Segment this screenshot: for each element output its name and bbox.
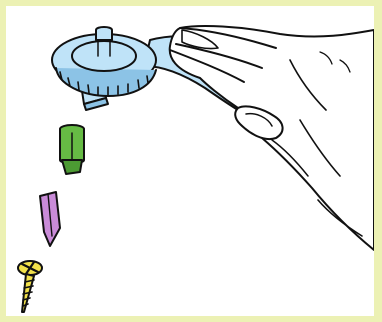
screwdriver-bit (39, 191, 61, 247)
hand (168, 25, 374, 251)
ratchet-illustration (17, 25, 374, 313)
ratchet-head (51, 26, 157, 97)
screw (17, 260, 43, 313)
illustration-panel (6, 6, 374, 316)
socket-adapter (59, 124, 85, 175)
